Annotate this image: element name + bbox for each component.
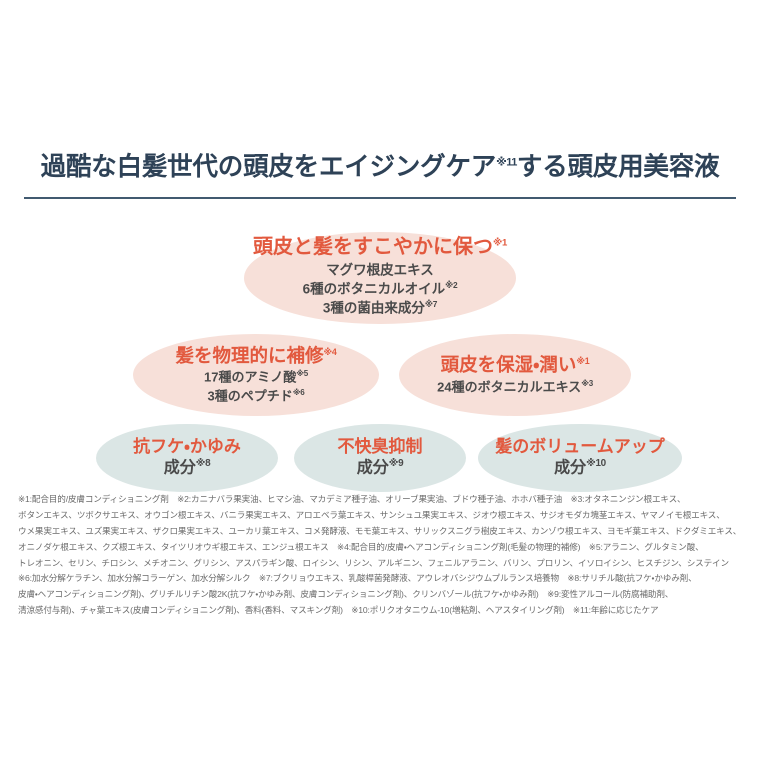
footnote-line: ウメ果実エキス、ユズ果実エキス、ザクロ果実エキス、ユーカリ葉エキス、コメ発酵液、… [18,525,742,536]
benefit-ellipse-odor: 不快臭抑制 成分※9 [294,424,466,492]
benefit-heading-footnote-marker: ※1 [576,356,590,367]
benefit-detail-line: 3種のペプチド※6 [208,387,305,405]
benefit-heading-text: 髪を物理的に補修 [175,345,324,367]
footnote-line: 清涼感付与剤)、チャ葉エキス(皮膚コンディショニング剤)、香料(香料、マスキング… [18,605,659,616]
benefit-detail-line: 17種のアミノ酸※5 [204,368,308,386]
benefit-detail-footnote-marker: ※8 [195,458,211,470]
benefit-ellipse-volume: 髪のボリュームアップ 成分※10 [478,424,682,492]
benefit-detail-footnote-marker: ※5 [296,369,308,379]
benefit-heading-text: 不快臭抑制 [337,436,423,456]
benefit-heading-text: 頭皮を保湿・潤い [440,354,577,376]
benefit-heading-moisture: 頭皮を保湿・潤い※1 [441,354,590,375]
benefit-detail-text: 6種のボタニカルオイル [302,281,446,297]
benefit-detail-text: 3種の菌由来成分 [322,300,425,316]
benefit-detail-line: 3種の菌由来成分※7 [322,299,438,318]
benefit-detail-footnote-marker: ※10 [586,458,606,470]
page-title-block: 過酷な白髪世代の頭皮をエイジングケア※11する頭皮用美容液 [0,152,760,183]
benefit-detail-footnote-marker: ※2 [445,279,458,290]
benefit-heading-volume: 髪のボリュームアップ [495,437,665,457]
benefit-ellipse-repair: 髪を物理的に補修※4 17種のアミノ酸※5 3種のペプチド※6 [133,334,379,416]
benefit-detail-line: 成分※9 [357,457,404,479]
benefit-detail-text: 成分 [356,459,389,477]
page-title: 過酷な白髪世代の頭皮をエイジングケア※11する頭皮用美容液 [0,152,760,183]
page-title-footnote-marker: ※11 [496,156,517,169]
benefit-heading-text: 頭皮と髪をすこやかに保つ [252,235,493,258]
benefit-detail-text: 成分 [163,459,196,477]
benefit-heading-scalp-hair: 頭皮と髪をすこやかに保つ※1 [253,236,507,259]
benefit-detail-footnote-marker: ※9 [388,458,404,470]
benefit-detail-line: 24種のボタニカルエキス※3 [437,378,593,396]
footnote-line: ※1:配合目的/皮膚コンディショニング剤 ※2:カニナバラ果実油、ヒマシ油、マカ… [18,494,686,504]
benefit-ellipse-dandruff: 抗フケ・かゆみ 成分※8 [96,424,278,492]
benefit-heading-text: 抗フケ・かゆみ [133,436,241,456]
footnote-line: オニノダケ根エキス、クズ根エキス、タイツリオウギ根エキス、エンジュ根エキス ※4… [18,541,704,552]
footnote-line: 皮膚・ヘアコンディショニング剤)、グリチルリチン酸2K(抗フケ・かゆみ剤、皮膚コ… [18,589,674,600]
footnotes-block: ※1:配合目的/皮膚コンディショニング剤 ※2:カニナバラ果実油、ヒマシ油、マカ… [18,492,744,619]
benefit-detail-text: 3種のペプチド [207,387,293,403]
benefit-heading-dandruff: 抗フケ・かゆみ [133,437,241,457]
title-divider-rule [24,197,736,199]
benefit-heading-footnote-marker: ※1 [492,237,508,249]
benefit-ellipse-scalp-hair: 頭皮と髪をすこやかに保つ※1 マグワ根皮エキス 6種のボタニカルオイル※2 3種… [244,232,516,324]
footnote-line: ボタンエキス、ツボクサエキス、オウゴン根エキス、バニラ果実エキス、アロエベラ葉エ… [18,509,725,520]
benefit-heading-odor: 不快臭抑制 [338,437,423,457]
benefit-detail-footnote-marker: ※3 [581,378,593,388]
benefit-detail-footnote-marker: ※7 [424,299,438,310]
benefit-detail-text: 成分 [554,459,587,477]
page-title-text-after: する頭皮用美容液 [516,153,720,181]
footnote-line: トレオニン、セリン、チロシン、メチオニン、グリシン、アスパラギン酸、ロイシン、リ… [18,557,729,568]
benefit-detail-line: 6種のボタニカルオイル※2 [303,280,458,299]
benefit-detail-text: 24種のボタニカルエキス [437,378,582,394]
benefit-heading-repair: 髪を物理的に補修※4 [176,345,337,366]
page-title-text-before: 過酷な白髪世代の頭皮をエイジングケア [40,153,497,181]
benefit-detail-line: 成分※8 [164,457,211,479]
benefit-heading-footnote-marker: ※4 [323,346,337,357]
benefit-detail-text: 17種のアミノ酸 [204,369,297,385]
benefit-detail-line: 成分※10 [554,457,606,479]
benefit-heading-text: 髪のボリュームアップ [495,436,665,456]
benefit-detail-line: マグワ根皮エキス [326,261,434,280]
footnote-line: ※6:加水分解ケラチン、加水分解コラーゲン、加水分解シルク ※7:ブクリョウエキ… [18,573,697,584]
benefit-detail-footnote-marker: ※6 [292,387,305,397]
benefit-detail-text: マグワ根皮エキス [326,262,434,278]
benefit-ellipse-moisture: 頭皮を保湿・潤い※1 24種のボタニカルエキス※3 [399,334,631,416]
